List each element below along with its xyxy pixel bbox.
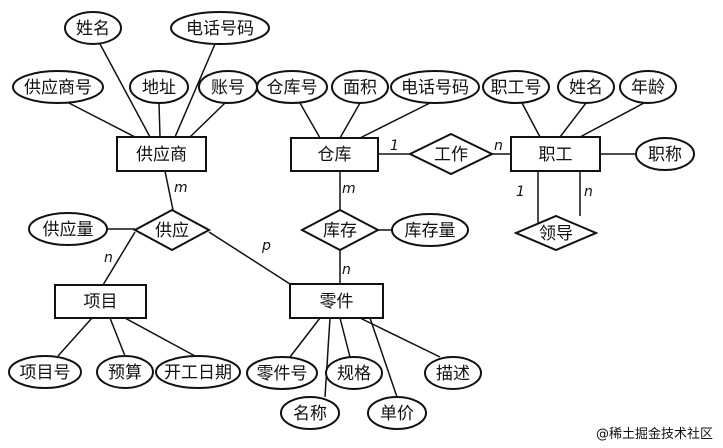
attr-stock-quantity: 库存量 <box>391 213 469 247</box>
attr-project-budget: 预算 <box>96 355 154 389</box>
attr-supplier-address: 地址 <box>129 70 189 104</box>
svg-text:描述: 描述 <box>436 364 470 384</box>
svg-text:供应量: 供应量 <box>43 220 94 240</box>
relationship-supply-label: 供应 <box>155 221 189 241</box>
relationship-stock: 库存 <box>299 208 381 252</box>
svg-text:供应商号: 供应商号 <box>24 78 92 98</box>
card-work-warehouse: 1 <box>390 138 399 154</box>
card-supply-part: p <box>261 238 271 254</box>
svg-text:规格: 规格 <box>337 364 371 384</box>
entity-supplier-label: 供应商 <box>136 145 187 165</box>
entity-project: 项目 <box>54 284 147 319</box>
relationship-lead-label: 领导 <box>539 224 573 244</box>
svg-text:库存量: 库存量 <box>405 221 456 241</box>
attr-employee-title: 职称 <box>635 137 695 171</box>
attr-warehouse-no: 仓库号 <box>256 70 328 104</box>
cardinality-labels: 1 n m n p m n 1 n <box>104 138 593 278</box>
attr-part-name: 名称 <box>280 396 340 430</box>
svg-text:账号: 账号 <box>211 78 245 98</box>
svg-text:名称: 名称 <box>293 404 327 424</box>
card-stock-warehouse: m <box>342 181 356 197</box>
svg-text:零件号: 零件号 <box>257 364 308 384</box>
svg-text:姓名: 姓名 <box>569 78 603 98</box>
attr-warehouse-area: 面积 <box>331 70 389 104</box>
card-lead-left: 1 <box>516 184 525 200</box>
attr-warehouse-phone: 电话号码 <box>390 70 480 104</box>
svg-text:项目号: 项目号 <box>20 363 71 383</box>
entity-supplier: 供应商 <box>116 136 207 172</box>
attr-part-desc: 描述 <box>424 356 482 390</box>
relationship-work: 工作 <box>407 132 495 176</box>
attr-part-no: 零件号 <box>246 356 318 390</box>
card-supply-supplier: m <box>174 180 188 196</box>
entity-part-label: 零件 <box>320 292 354 312</box>
attr-employee-no: 职工号 <box>482 70 550 104</box>
entity-employee: 职工 <box>510 136 601 172</box>
svg-text:电话号码: 电话号码 <box>186 19 254 39</box>
attr-supplier-name: 姓名 <box>64 11 122 45</box>
watermark: @稀土掘金技术社区 <box>596 426 713 442</box>
svg-text:职称: 职称 <box>648 145 682 165</box>
relationship-supply: 供应 <box>132 208 212 252</box>
attr-supplier-no: 供应商号 <box>12 70 104 104</box>
svg-text:仓库号: 仓库号 <box>267 78 318 98</box>
connector-lines <box>57 43 645 398</box>
attr-project-no: 项目号 <box>8 355 82 389</box>
relationship-stock-label: 库存 <box>323 221 357 241</box>
attr-supply-quantity: 供应量 <box>28 212 108 246</box>
svg-text:预算: 预算 <box>108 363 142 383</box>
entity-warehouse: 仓库 <box>290 137 379 172</box>
attr-project-start-date: 开工日期 <box>155 355 241 389</box>
svg-text:面积: 面积 <box>343 78 377 98</box>
attr-part-spec: 规格 <box>325 356 383 390</box>
card-work-employee: n <box>494 138 503 154</box>
svg-text:开工日期: 开工日期 <box>164 363 232 383</box>
attr-employee-age: 年龄 <box>619 70 677 104</box>
svg-text:年龄: 年龄 <box>631 78 665 98</box>
relationship-work-label: 工作 <box>434 145 468 165</box>
svg-text:职工号: 职工号 <box>491 78 542 98</box>
relationship-lead: 领导 <box>513 214 599 252</box>
entity-warehouse-label: 仓库 <box>318 145 352 165</box>
card-supply-project: n <box>104 250 113 266</box>
attr-supplier-phone: 电话号码 <box>170 11 270 45</box>
card-lead-right: n <box>584 184 593 200</box>
attr-part-price: 单价 <box>367 396 427 430</box>
svg-text:电话号码: 电话号码 <box>401 78 469 98</box>
card-stock-part: n <box>342 262 351 278</box>
entity-project-label: 项目 <box>84 292 118 312</box>
svg-text:单价: 单价 <box>380 404 414 424</box>
entity-employee-label: 职工 <box>539 145 573 165</box>
entity-part: 零件 <box>289 283 384 319</box>
attr-supplier-account: 账号 <box>198 70 258 104</box>
attr-employee-name: 姓名 <box>557 70 615 104</box>
svg-text:姓名: 姓名 <box>76 19 110 39</box>
svg-text:地址: 地址 <box>142 78 176 98</box>
